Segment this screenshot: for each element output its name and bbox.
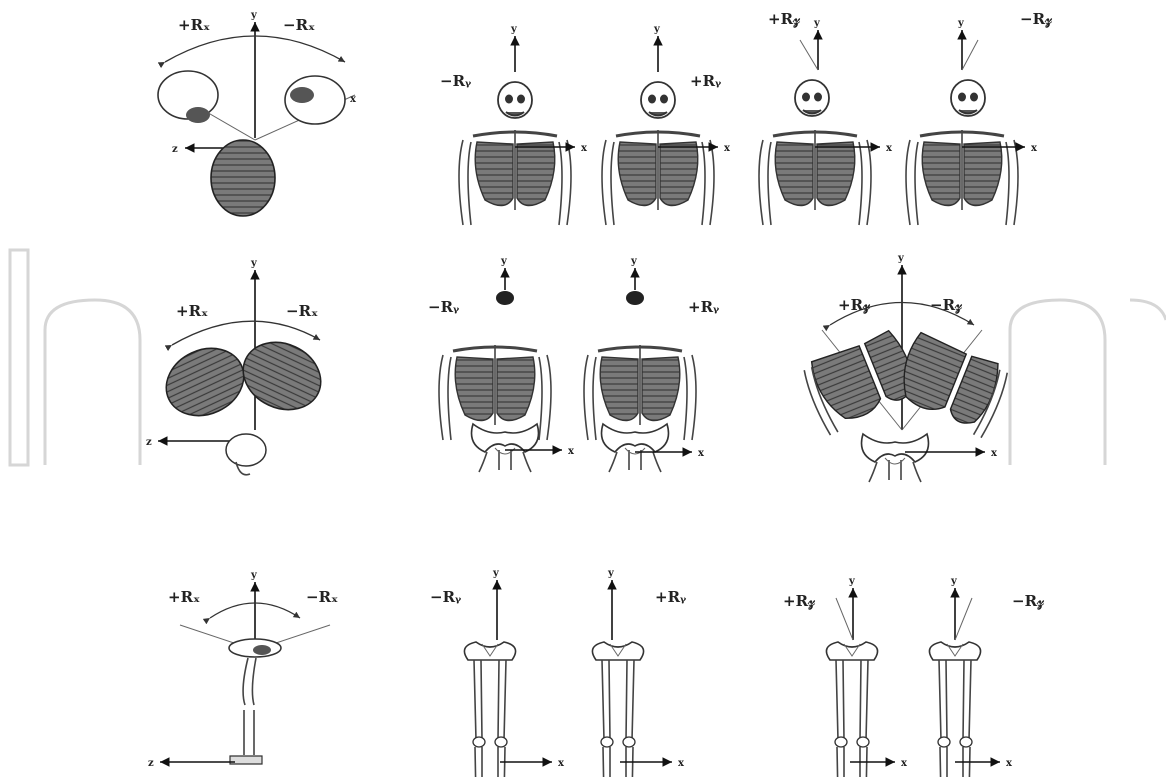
minus-rz-label: −R𝓏: [1012, 592, 1045, 610]
y-axis-label: y: [510, 24, 518, 35]
panel-trunk-ry: −Rᵧ +Rᵧ y x y x: [428, 256, 720, 472]
plus-rx-label: +Rₓ: [178, 16, 210, 34]
y-axis-label: y: [653, 24, 661, 35]
y-axis-label: y: [250, 570, 258, 581]
panel-leg-rx: +Rₓ −Rₓ y z: [148, 570, 338, 769]
panel-leg-rz: +R𝓏 −R𝓏 y x y x: [783, 576, 1045, 777]
y-axis-label: y: [250, 10, 258, 21]
x-axis-label: x: [558, 758, 565, 769]
plus-ry-label: +Rᵧ: [655, 588, 687, 606]
y-axis-label: y: [630, 256, 638, 267]
plus-ry-label: +Rᵧ: [690, 72, 722, 90]
z-axis-label: z: [172, 144, 178, 155]
panel-trunk-rz: +R𝓏 −R𝓏 y x: [800, 253, 1012, 482]
y-axis-label: y: [250, 258, 258, 269]
x-axis-label: x: [568, 446, 575, 457]
minus-rx-label: −Rₓ: [306, 588, 338, 606]
plus-ry-label: +Rᵧ: [688, 298, 720, 316]
y-axis-label: y: [607, 568, 615, 579]
x-axis-label: x: [991, 448, 998, 459]
panel-head-rz: +R𝓏 −R𝓏 y x y x: [759, 10, 1053, 225]
x-axis-label: x: [901, 758, 908, 769]
minus-ry-label: −Rᵧ: [430, 588, 462, 606]
x-axis-label: x: [886, 143, 893, 154]
y-axis-label: y: [897, 253, 905, 264]
y-axis-label: y: [848, 576, 856, 587]
panel-trunk-rx: +Rₓ −Rₓ y z: [146, 258, 332, 475]
minus-rz-label: −R𝓏: [1020, 10, 1053, 28]
y-axis-label: y: [813, 18, 821, 29]
minus-rz-label: −R𝓏: [930, 296, 963, 314]
y-axis-label: y: [492, 568, 500, 579]
y-axis-label: y: [500, 256, 508, 267]
minus-rx-label: −Rₓ: [283, 16, 315, 34]
z-axis-label: z: [148, 758, 154, 769]
plus-rz-label: +R𝓏: [838, 296, 871, 314]
x-axis-label: x: [1006, 758, 1013, 769]
minus-ry-label: −Rᵧ: [440, 72, 472, 90]
plus-rx-label: +Rₓ: [176, 302, 208, 320]
x-axis-label: x: [581, 143, 588, 154]
x-axis-label: x: [678, 758, 685, 769]
x-axis-label: x: [698, 448, 705, 459]
z-axis-label: z: [146, 437, 152, 448]
y-axis-label: y: [950, 576, 958, 587]
panel-head-rx: +Rₓ −Rₓ y z x: [158, 10, 357, 216]
x-axis-label: x: [1031, 143, 1038, 154]
minus-rx-label: −Rₓ: [286, 302, 318, 320]
x-axis-label: x: [350, 94, 357, 105]
plus-rz-label: +R𝓏: [768, 10, 801, 28]
x-axis-label: x: [724, 143, 731, 154]
panel-head-ry: −Rᵧ +Rᵧ y x y x: [440, 24, 731, 225]
plus-rx-label: +Rₓ: [168, 588, 200, 606]
plus-rz-label: +R𝓏: [783, 592, 816, 610]
y-axis-label: y: [957, 18, 965, 29]
minus-ry-label: −Rᵧ: [428, 298, 460, 316]
panel-leg-ry: −Rᵧ +Rᵧ y x y x: [430, 568, 687, 777]
